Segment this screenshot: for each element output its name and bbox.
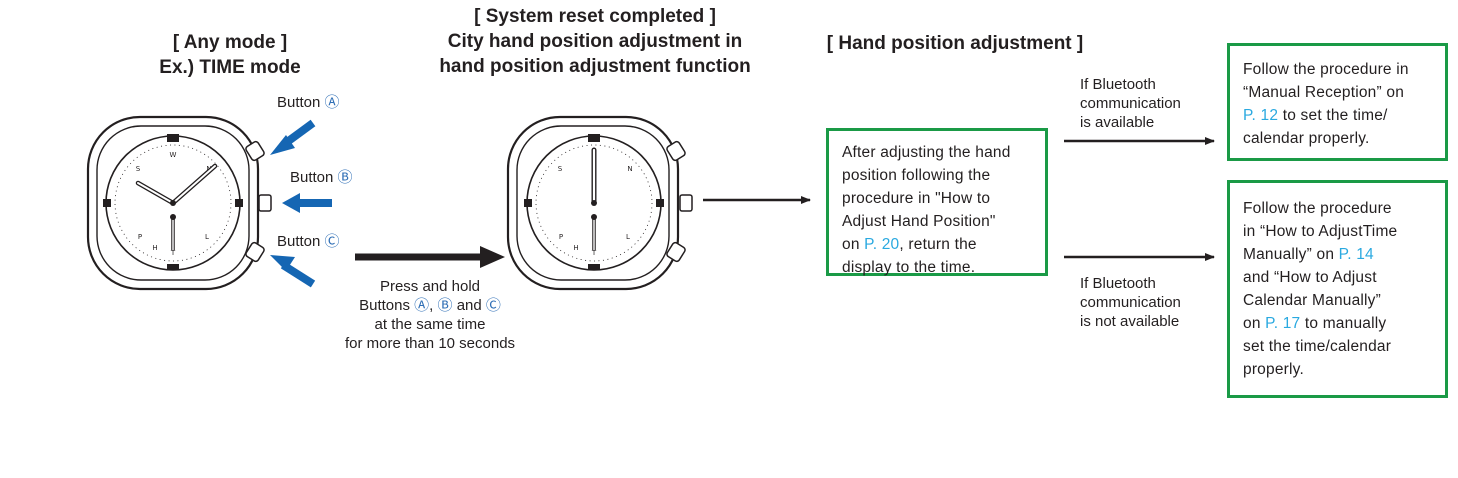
reset-symbol-a: Ⓐ — [414, 297, 430, 314]
adjust-box-line5-rest: , return the — [899, 236, 977, 253]
watch-2-icon: S N P H T L — [506, 115, 693, 291]
adjust-box-line1: After adjusting the hand — [842, 144, 1011, 161]
heading-any-mode-line1: [ Any mode ] — [172, 32, 288, 53]
button-c-label: Button Ⓒ — [277, 233, 340, 251]
adjust-box-line2: position following the — [842, 167, 991, 184]
reset-instruction-line4: for more than 10 seconds — [344, 335, 516, 352]
reset-instruction-line3: at the same time — [374, 316, 486, 333]
not-available-box-line2: in “How to AdjustTime — [1243, 223, 1398, 240]
reset-separator: , — [429, 297, 434, 314]
button-a-label: Button Ⓐ — [277, 94, 340, 112]
svg-text:L: L — [205, 233, 209, 241]
not-available-box-line6: on P. 17 to manually — [1243, 312, 1433, 335]
available-box-line1: Follow the procedure in — [1243, 61, 1409, 78]
svg-text:L: L — [626, 233, 630, 241]
adjust-box-line4: Adjust Hand Position" — [842, 213, 996, 230]
adjust-box-line3: procedure in "How to — [842, 190, 991, 207]
svg-text:W: W — [170, 151, 177, 159]
adjust-box-line5: on P. 20, return the — [842, 233, 1033, 256]
available-box-line4: calendar properly. — [1243, 130, 1370, 147]
heading-hand-adjust: [ Hand position adjustment ] — [826, 33, 1084, 54]
button-c-symbol: Ⓒ — [324, 233, 340, 250]
condition-not-available: If Bluetooth communication is not availa… — [1080, 274, 1181, 331]
svg-text:N: N — [627, 165, 632, 173]
button-b-symbol: Ⓑ — [337, 169, 353, 186]
heading-system-reset: [ System reset completed ] City hand pos… — [395, 4, 795, 79]
heading-system-reset-line2: City hand position adjustment in — [447, 31, 743, 52]
reset-symbol-b: Ⓑ — [437, 297, 453, 314]
reset-instruction-line2: Buttons Ⓐ, Ⓑ and Ⓒ — [315, 296, 545, 315]
button-a-pointer-icon — [270, 119, 316, 155]
available-box-line2: “Manual Reception” on — [1243, 84, 1405, 101]
condition-available-line2: communication — [1080, 95, 1181, 112]
button-a-symbol: Ⓐ — [324, 94, 340, 111]
condition-not-available-line3: is not available — [1080, 313, 1180, 330]
watch-1-icon: W S N P H T L — [86, 115, 272, 291]
button-b-word: Button — [290, 169, 334, 186]
reset-and-word: and — [456, 297, 482, 314]
heading-any-mode-line2: Ex.) TIME mode — [159, 57, 301, 78]
not-available-box-line7: set the time/calendar — [1243, 338, 1392, 355]
available-box-line3-rest: to set the time/ — [1278, 107, 1388, 124]
svg-text:H: H — [573, 244, 578, 252]
page-12-link[interactable]: P. 12 — [1243, 107, 1279, 124]
not-available-box-line8: properly. — [1243, 361, 1304, 378]
svg-text:H: H — [152, 244, 157, 252]
condition-not-available-line2: communication — [1080, 294, 1181, 311]
svg-text:T: T — [591, 249, 597, 257]
reset-symbol-c: Ⓒ — [485, 297, 501, 314]
reset-instruction: Press and hold Buttons Ⓐ, Ⓑ and Ⓒ at the… — [315, 277, 545, 353]
available-instruction-box: Follow the procedure in “Manual Receptio… — [1227, 43, 1448, 161]
button-b-label: Button Ⓑ — [290, 169, 353, 187]
condition-available-line1: If Bluetooth — [1080, 76, 1156, 93]
svg-text:S: S — [136, 165, 141, 173]
not-available-box-line3-pre: Manually” on — [1243, 246, 1339, 263]
button-b-pointer-icon — [282, 193, 332, 213]
svg-text:T: T — [170, 249, 176, 257]
available-box-line3: P. 12 to set the time/ — [1243, 104, 1433, 127]
heading-system-reset-line3: hand position adjustment function — [439, 56, 751, 77]
reset-instruction-line1: Press and hold — [379, 278, 481, 295]
not-available-box-line4: and “How to Adjust — [1243, 269, 1377, 286]
button-a-word: Button — [277, 94, 321, 111]
page-17-link[interactable]: P. 17 — [1265, 315, 1301, 332]
svg-text:P: P — [559, 233, 563, 241]
svg-text:S: S — [558, 165, 563, 173]
condition-not-available-line1: If Bluetooth — [1080, 275, 1156, 292]
not-available-box-line1: Follow the procedure — [1243, 200, 1392, 217]
not-available-box-on-word: on — [1243, 315, 1266, 332]
adjust-instruction-box: After adjusting the hand position follow… — [826, 128, 1048, 276]
condition-available-line3: is available — [1080, 114, 1155, 131]
page-14-link[interactable]: P. 14 — [1338, 246, 1374, 263]
not-available-instruction-box: Follow the procedure in “How to AdjustTi… — [1227, 180, 1448, 398]
button-c-pointer-icon — [270, 255, 316, 288]
heading-system-reset-line1: [ System reset completed ] — [474, 6, 716, 27]
reset-arrow-icon — [355, 246, 505, 268]
condition-available: If Bluetooth communication is available — [1080, 75, 1181, 132]
adjust-box-line6: display to the time. — [842, 259, 976, 276]
reset-buttons-word: Buttons — [359, 297, 410, 314]
page-20-link[interactable]: P. 20 — [864, 236, 900, 253]
heading-any-mode: [ Any mode ] Ex.) TIME mode — [120, 30, 340, 80]
not-available-box-line3: Manually” on P. 14 — [1243, 243, 1433, 266]
not-available-box-line6-rest: to manually — [1300, 315, 1387, 332]
not-available-box-line5: Calendar Manually” — [1243, 292, 1381, 309]
svg-text:P: P — [138, 233, 142, 241]
adjust-box-on-word: on — [842, 236, 860, 253]
button-c-word: Button — [277, 233, 321, 250]
